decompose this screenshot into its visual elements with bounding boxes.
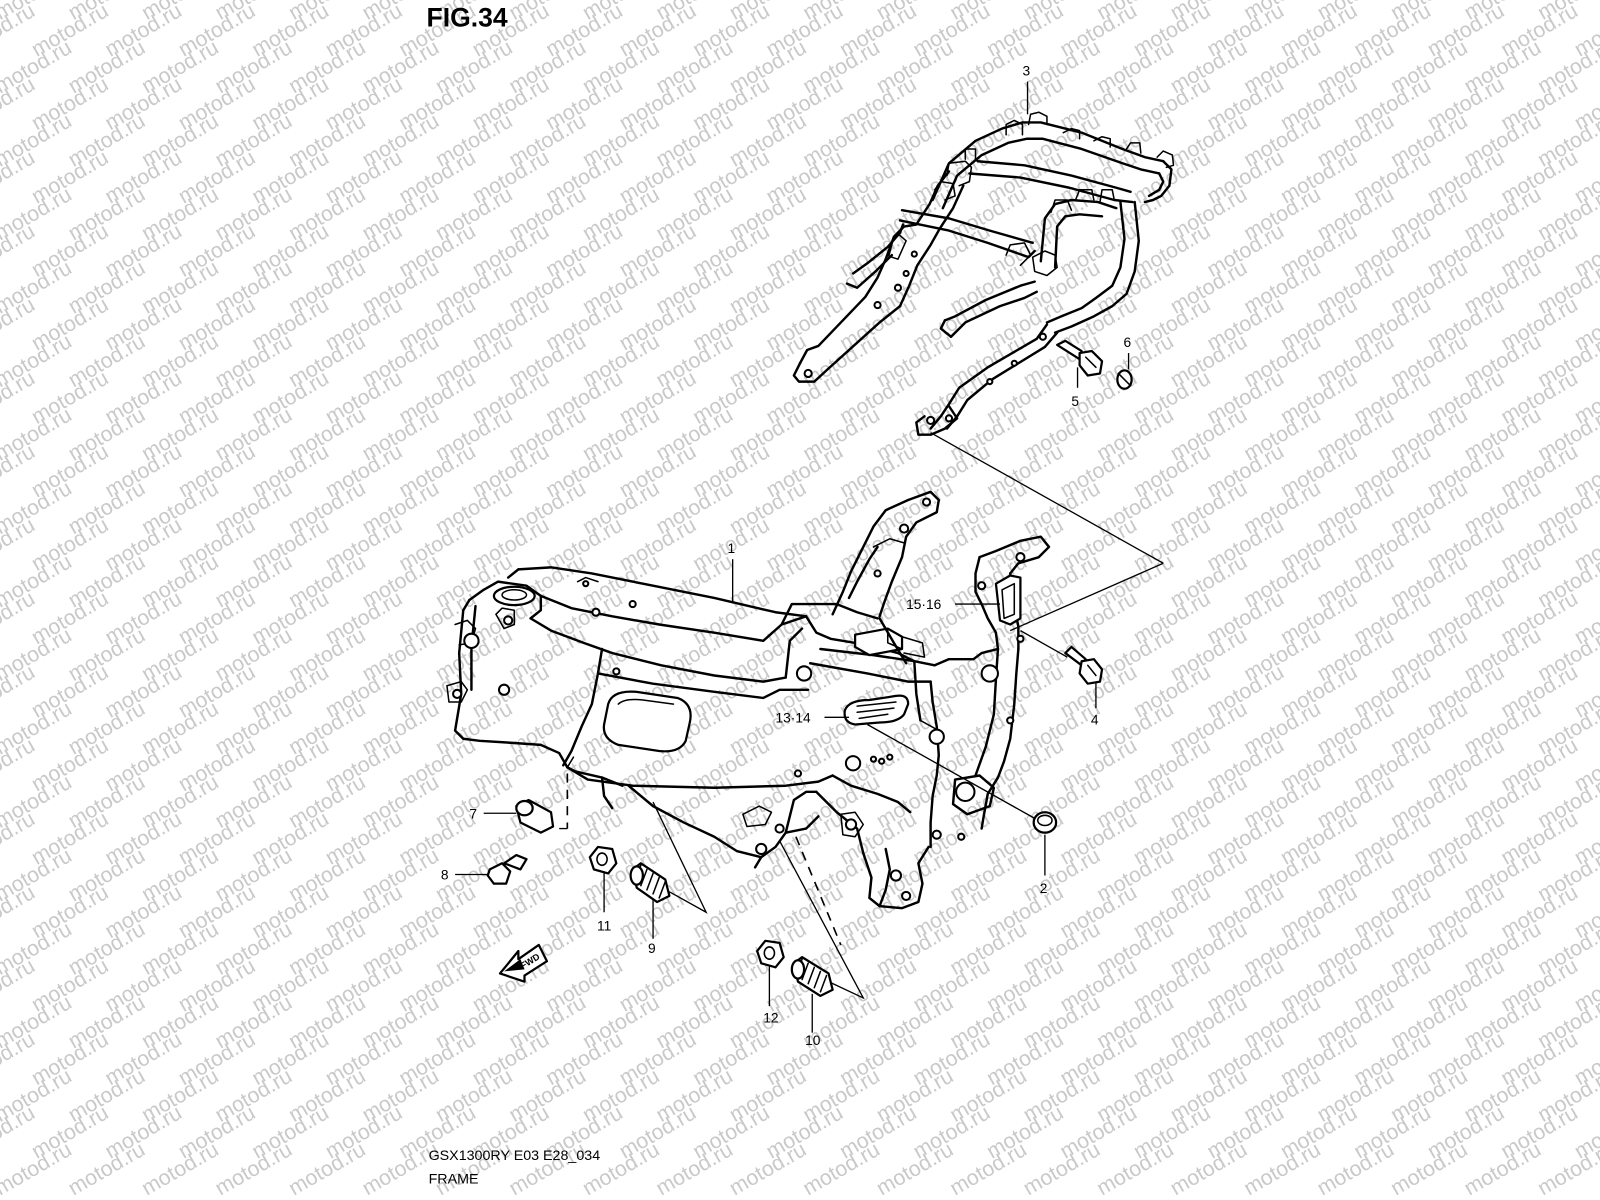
callout-8: 8 — [441, 868, 449, 883]
seat-rail-drawing — [792, 111, 1175, 436]
callout-12: 12 — [763, 1010, 778, 1025]
spacer-7-drawing — [515, 798, 555, 834]
cap-6-drawing — [1116, 369, 1133, 390]
figure-title: FIG.34 — [427, 3, 508, 33]
bolt-5-drawing — [1056, 339, 1104, 377]
callout-4: 4 — [1091, 712, 1099, 727]
callout-7: 7 — [469, 806, 477, 821]
callout-1: 1 — [728, 541, 736, 556]
callout-13-14: 13·14 — [776, 710, 812, 725]
callout-15-16: 15·16 — [906, 597, 942, 612]
footer-name: FRAME — [429, 1172, 479, 1188]
callout-10: 10 — [805, 1033, 821, 1048]
bolt-8-drawing — [486, 853, 528, 885]
callout-2: 2 — [1040, 881, 1048, 896]
nut-12-drawing — [756, 939, 785, 969]
forward-arrow-icon: FWD — [498, 943, 549, 983]
watermark-text: motod.ru — [1533, 1137, 1600, 1200]
bolt-4-drawing — [1064, 645, 1104, 685]
callout-9: 9 — [648, 941, 656, 956]
cap-2-drawing — [1032, 811, 1058, 834]
callout-6: 6 — [1123, 335, 1131, 350]
spring-10-drawing — [790, 956, 834, 998]
main-frame-drawing — [446, 490, 1051, 910]
callout-3: 3 — [1022, 64, 1030, 79]
callout-11: 11 — [597, 919, 611, 934]
nut-11-drawing — [588, 845, 618, 875]
footer-code: GSX1300RY E03 E28_034 — [429, 1148, 601, 1164]
callout-5: 5 — [1071, 394, 1079, 409]
spring-9-drawing — [629, 862, 671, 904]
